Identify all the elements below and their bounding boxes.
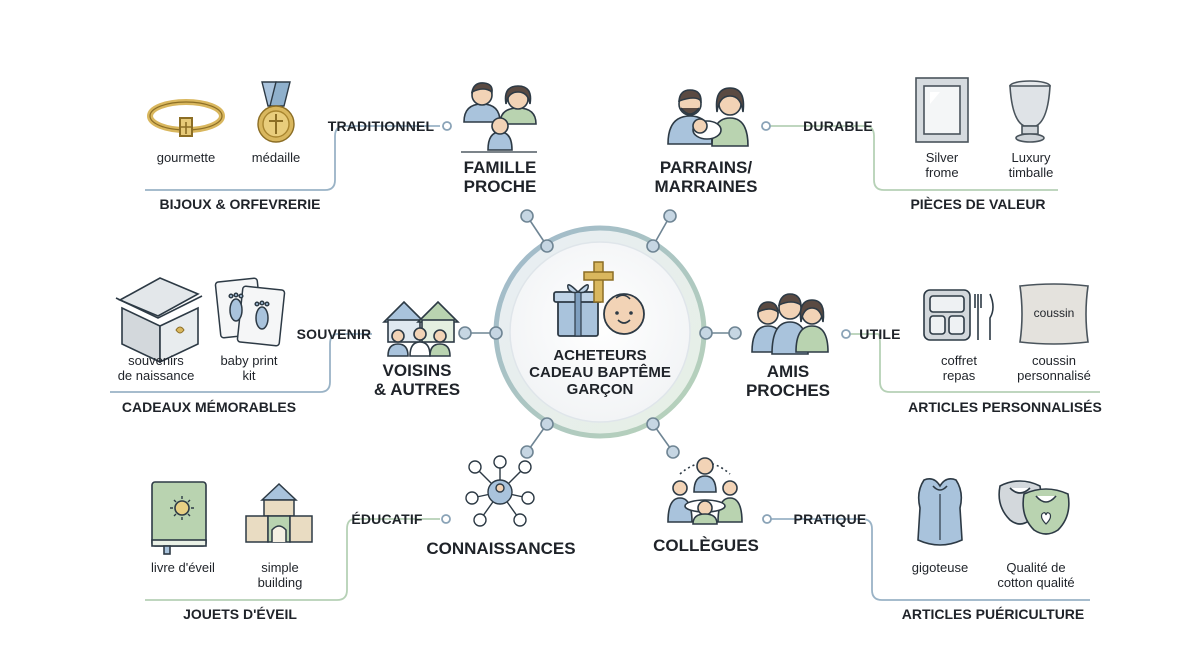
medal-icon	[257, 81, 295, 143]
friends-icon	[751, 293, 829, 355]
baby-face-icon	[603, 293, 645, 335]
gift-box-icon	[553, 284, 603, 337]
cross-icon	[583, 261, 614, 303]
category-memorables-title: CADEAUX MÉMORABLES	[121, 399, 297, 415]
center-title: ACHETEURS CADEAU BAPTÊME GARÇON	[520, 347, 680, 398]
building-blocks-icon	[245, 482, 313, 543]
item-silver-frame-line2: frome	[925, 165, 959, 180]
bibs-icon	[998, 480, 1070, 535]
tag-traditionnel: TRADITIONNEL	[327, 118, 435, 134]
buyer-amis-line2: PROCHES	[745, 381, 831, 400]
tag-souvenir: SOUVENIR	[296, 326, 372, 342]
item-building-label: simple building	[240, 560, 320, 590]
lunch-box-icon	[923, 289, 994, 341]
network-icon	[465, 455, 535, 527]
buyer-famille-proche: FAMILLE PROCHE	[430, 158, 570, 196]
center-hub	[493, 225, 707, 439]
buyer-collegues-line1: COLLÈGUES	[653, 536, 759, 555]
item-coffret-line2: repas	[942, 368, 976, 383]
buyer-parrains-marraines: PARRAINS/ MARRAINES	[636, 158, 776, 196]
item-bibs-line1: Qualité de	[1006, 560, 1066, 575]
item-baby-print-line1: baby print	[220, 353, 278, 368]
category-bijoux-title: BIJOUX & ORFEVRERIE	[159, 196, 321, 212]
buyer-voisins-autres: VOISINS & AUTRES	[350, 361, 484, 399]
item-building-line2: building	[257, 575, 303, 590]
item-gourmette-line1: gourmette	[156, 150, 216, 165]
item-gourmette-label: gourmette	[140, 150, 232, 165]
center-title-line1: ACHETEURS	[553, 347, 647, 364]
buyer-famille-line2: PROCHE	[463, 177, 537, 196]
item-livre-line1: livre d'éveil	[151, 560, 215, 575]
item-timbale-line2: timballe	[1008, 165, 1054, 180]
item-silver-frame-label: Silver frome	[902, 150, 982, 180]
buyer-voisins-line2: & AUTRES	[373, 380, 461, 399]
cushion-inner-text: coussin	[1033, 306, 1075, 320]
item-coffret-label: coffret repas	[918, 353, 1000, 383]
buyer-voisins-line1: VOISINS	[382, 361, 452, 380]
buyer-parrains-line1: PARRAINS/	[659, 158, 753, 177]
tag-pratique: PRATIQUE	[793, 511, 867, 527]
sleeping-bag-icon	[917, 478, 963, 546]
buyer-famille-line1: FAMILLE	[463, 158, 537, 177]
item-baby-print-line2: kit	[242, 368, 256, 383]
footprint-kit-icon	[214, 277, 286, 347]
item-souvenirs-line1: souvenirs	[128, 353, 184, 368]
family-icon	[461, 82, 537, 153]
tag-durable: DURABLE	[803, 118, 873, 134]
buyer-connaissances: CONNAISSANCES	[420, 539, 582, 558]
item-baby-print-label: baby print kit	[208, 353, 290, 383]
godparents-icon	[667, 87, 749, 147]
buyer-collegues: COLLÈGUES	[636, 536, 776, 555]
item-timbale-label: Luxury timballe	[990, 150, 1072, 180]
item-gigoteuse-label: gigoteuse	[898, 560, 982, 575]
buyer-connaissances-line1: CONNAISSANCES	[426, 539, 576, 558]
category-pieces-title: PIÈCES DE VALEUR	[910, 196, 1046, 212]
item-souvenirs-line2: de naissance	[117, 368, 195, 383]
item-coffret-line1: coffret	[941, 353, 977, 368]
colleagues-icon	[667, 457, 743, 525]
category-puericulture-title: ARTICLES PUÉRICULTURE	[901, 606, 1085, 622]
item-livre-label: livre d'éveil	[138, 560, 228, 575]
hub-spokes	[458, 209, 742, 459]
keepsake-box-icon	[115, 277, 203, 364]
item-coussin-label: coussin personnalisé	[1004, 353, 1104, 383]
cushion-icon	[1019, 283, 1089, 345]
silver-frame-icon	[915, 77, 969, 143]
buyer-amis-line1: AMIS	[766, 362, 810, 381]
item-bibs-label: Qualité de cotton qualité	[984, 560, 1088, 590]
center-title-line3: GARÇON	[566, 381, 634, 398]
item-medaille-line1: médaille	[251, 150, 301, 165]
item-building-line1: simple	[261, 560, 299, 575]
item-timbale-line1: Luxury	[1011, 150, 1051, 165]
tag-educatif: ÉDUCATIF	[351, 511, 423, 527]
item-souvenirs-label: souvenirs de naissance	[106, 353, 206, 383]
book-icon	[151, 481, 207, 555]
tag-utile: UTILE	[859, 326, 901, 342]
buyer-parrains-line2: MARRAINES	[654, 177, 758, 196]
category-connectors	[110, 121, 1100, 601]
item-coussin-line2: personnalisé	[1017, 368, 1091, 383]
timbale-cup-icon	[1009, 80, 1051, 143]
center-title-line2: CADEAU BAPTÊME	[529, 364, 671, 381]
neighbors-icon	[382, 300, 460, 357]
category-personnalises-title: ARTICLES PERSONNALISÉS	[908, 399, 1102, 415]
buyer-amis-proches: AMIS PROCHES	[728, 362, 848, 400]
item-coussin-line1: coussin	[1031, 353, 1077, 368]
item-bibs-line2: cotton qualité	[997, 575, 1075, 590]
bracelet-icon	[147, 99, 225, 137]
item-medaille-label: médaille	[236, 150, 316, 165]
item-gigoteuse-line1: gigoteuse	[911, 560, 969, 575]
category-jouets-title: JOUETS D'ÉVEIL	[183, 606, 297, 622]
item-silver-frame-line1: Silver	[925, 150, 959, 165]
